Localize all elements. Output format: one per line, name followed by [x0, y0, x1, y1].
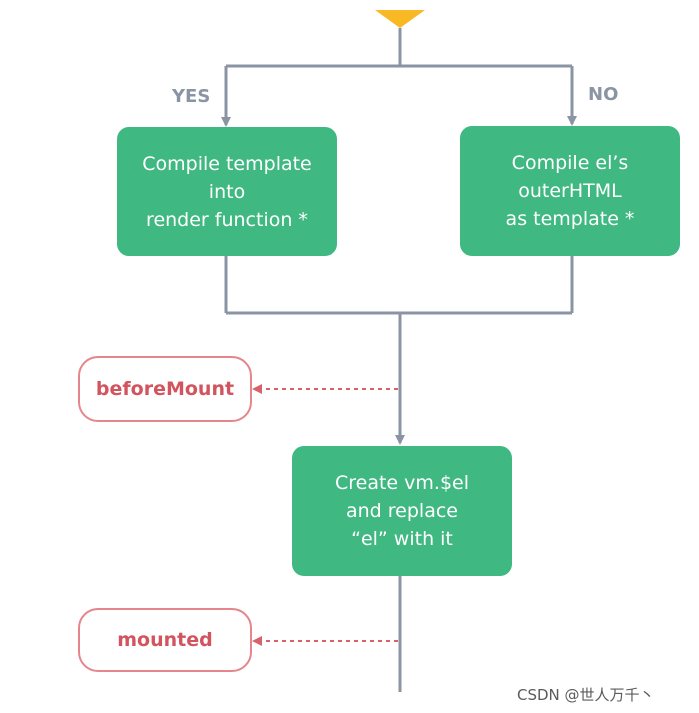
node-text-line: outerHTML — [518, 180, 622, 202]
start-marker-triangle — [375, 10, 425, 28]
branch-label-yes: YES — [172, 86, 211, 107]
node-text-line: render function * — [146, 208, 308, 231]
node-text-line: into — [208, 180, 246, 203]
node-text-line: Create vm.$el — [334, 472, 470, 494]
hook-before-mount: beforeMount — [78, 356, 252, 422]
node-compile-el-outerhtml: Compile el’s outerHTML as template * — [460, 126, 680, 256]
node-text-line: and replace — [346, 500, 458, 522]
node-text-line: Compile el’s — [511, 152, 629, 174]
hook-mounted: mounted — [78, 608, 252, 672]
node-text-line: as template * — [505, 208, 635, 230]
node-create-vm-el: Create vm.$el and replace “el” with it — [292, 446, 512, 576]
watermark-text: CSDN @世人万千丶 — [517, 686, 655, 704]
branch-label-no: NO — [588, 84, 619, 105]
node-text-line: Compile template — [142, 152, 312, 175]
node-text-line: “el” with it — [351, 528, 453, 550]
node-compile-template: Compile template into render function * — [117, 127, 337, 256]
